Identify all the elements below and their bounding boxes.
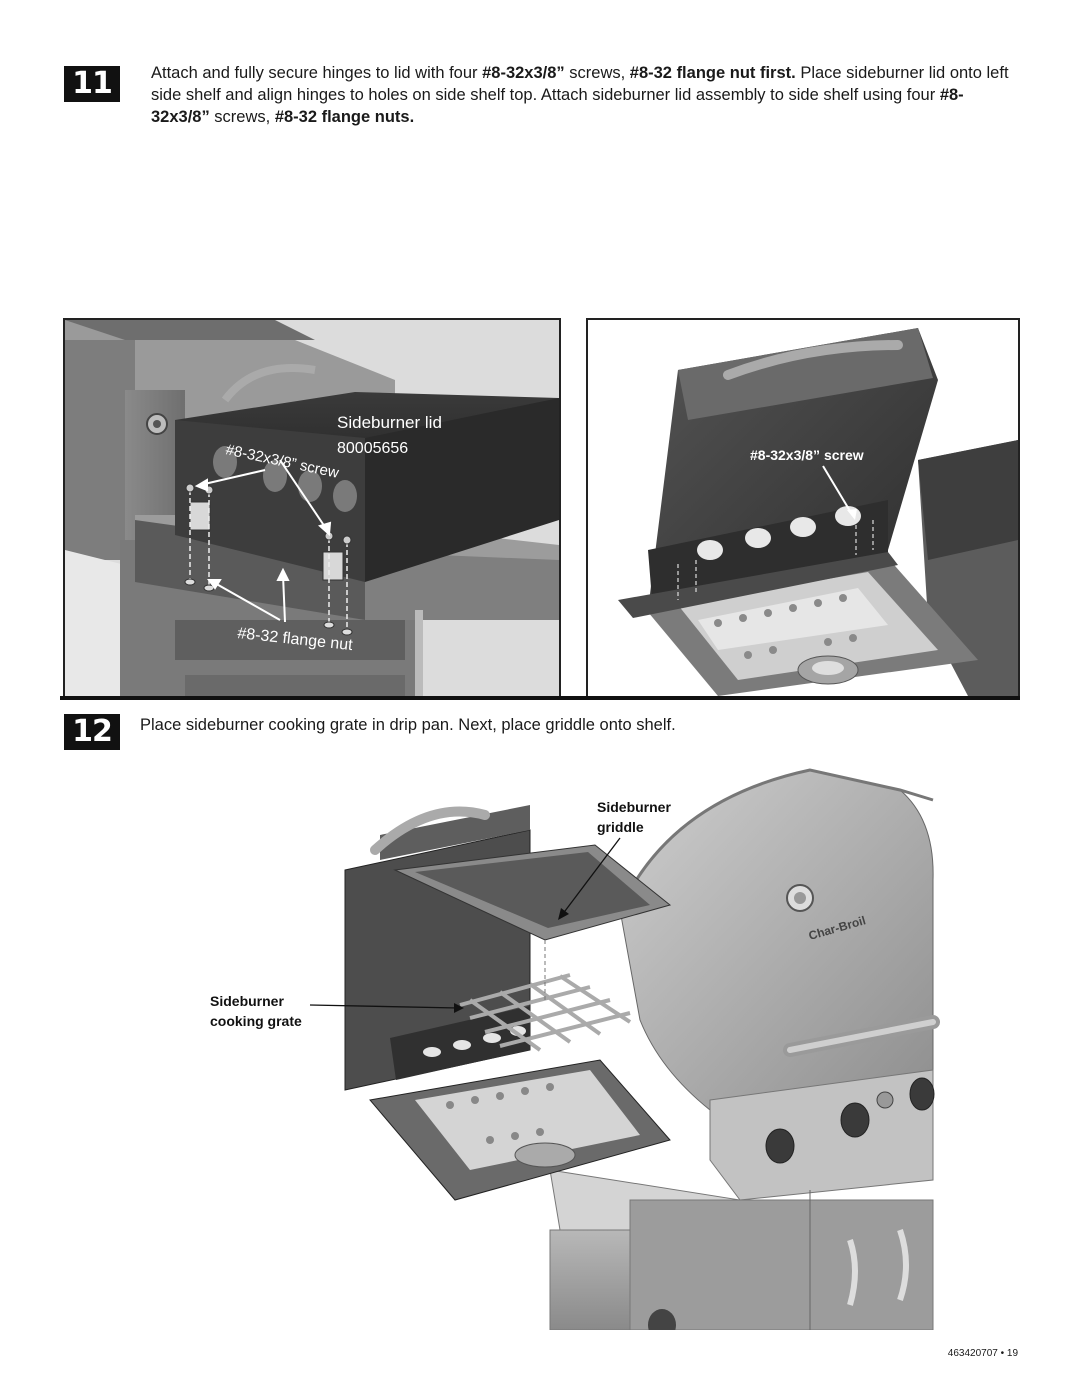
instruction-fragment: #8-32x3/8” xyxy=(151,86,964,126)
lid-part-number: 80005656 xyxy=(337,440,408,457)
instruction-fragment: Place sideburner lid onto left side shel… xyxy=(151,64,1009,104)
instruction-fragment: #8-32 flange nut first. xyxy=(629,64,796,82)
griddle-placement-illustration: Char-Broil xyxy=(200,760,940,1341)
instruction-fragment: Attach and fully secure hinges to lid wi… xyxy=(151,64,483,82)
grate-label-line2: cooking grate xyxy=(210,1013,302,1029)
section-divider xyxy=(60,696,1020,700)
hinge-attachment-illustration: Sideburner lid 80005656 #8-32x3/8” screw… xyxy=(63,318,561,698)
step-12-instructions: Place sideburner cooking grate in drip p… xyxy=(140,716,676,734)
grate-label-line1: Sideburner xyxy=(210,993,284,1009)
instruction-fragment: screws, xyxy=(564,64,630,82)
instruction-fragment: #8-32 flange nuts. xyxy=(274,108,415,126)
griddle-label-line2: griddle xyxy=(597,819,644,835)
page-footer: 463420707 • 19 xyxy=(947,1348,1018,1359)
step-number-badge: 11 xyxy=(64,66,120,102)
lid-label: Sideburner lid xyxy=(337,413,442,432)
instruction-fragment: screws, xyxy=(209,108,275,126)
step-11-instructions: Attach and fully secure hinges to lid wi… xyxy=(151,62,1011,128)
step-number-badge: 12 xyxy=(64,714,120,750)
instruction-fragment: #8-32x3/8” xyxy=(482,64,565,82)
griddle-label-line1: Sideburner xyxy=(597,799,671,815)
right-screw-label: #8-32x3/8” screw xyxy=(750,447,864,463)
lid-mounted-illustration: #8-32x3/8” screw xyxy=(586,318,1020,698)
